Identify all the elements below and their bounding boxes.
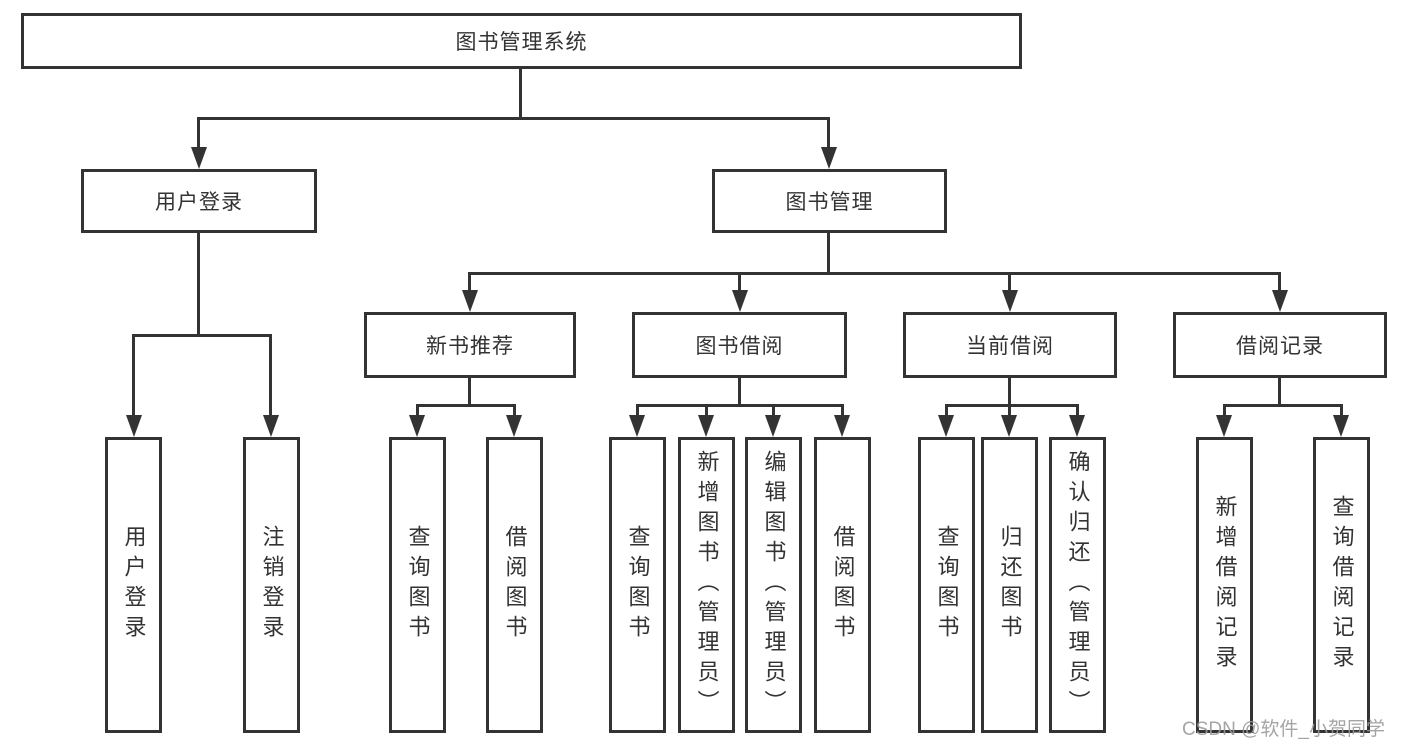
arrow-down-icon (409, 415, 425, 437)
node-new-book-recommend: 新书推荐 (364, 312, 576, 378)
node-label: 新增借阅记录 (1212, 495, 1238, 675)
node-label: 图书管理 (785, 191, 874, 214)
node-label: 归还图书 (997, 525, 1023, 645)
node-leaf-query-books-newbook: 查询图书 (389, 437, 446, 733)
arrow-down-icon (834, 415, 850, 437)
connector-vline (1278, 273, 1281, 293)
connector-vline (827, 119, 830, 149)
node-borrowing-records: 借阅记录 (1173, 312, 1387, 378)
node-label: 查询图书 (405, 525, 431, 645)
connector-vline (269, 335, 272, 417)
node-label: 图书管理系统 (455, 31, 588, 54)
connector-hline (416, 404, 516, 407)
connector-vline (636, 405, 639, 417)
connector-vline (945, 405, 948, 417)
node-label: 借阅记录 (1236, 335, 1324, 358)
arrow-down-icon (126, 415, 142, 437)
connector-vline (1340, 405, 1343, 417)
connector-vline (197, 233, 200, 337)
connector-vline (841, 405, 844, 417)
node-leaf-return-book: 归还图书 (981, 437, 1038, 733)
node-label: 新增图书（管理员） (694, 450, 720, 720)
connector-vline (1008, 405, 1011, 417)
arrow-down-icon (1216, 415, 1232, 437)
arrow-down-icon (506, 415, 522, 437)
node-label: 用户登录 (121, 525, 147, 645)
connector-vline (1076, 405, 1079, 417)
node-label: 借阅图书 (830, 525, 856, 645)
node-leaf-query-borrow-record: 查询借阅记录 (1313, 437, 1370, 733)
connector-vline (705, 405, 708, 417)
node-label: 查询图书 (625, 525, 651, 645)
connector-vline (738, 377, 741, 407)
node-leaf-confirm-return-admin: 确认归还（管理员） (1049, 437, 1106, 733)
node-leaf-add-book-admin: 新增图书（管理员） (678, 437, 735, 733)
arrow-down-icon (1333, 415, 1349, 437)
node-label: 图书借阅 (695, 335, 784, 358)
arrow-down-icon (629, 415, 645, 437)
connector-hline (636, 404, 844, 407)
connector-hline (1223, 404, 1343, 407)
arrow-down-icon (1272, 290, 1288, 312)
node-book-borrowing: 图书借阅 (632, 312, 847, 378)
connector-vline (468, 273, 471, 293)
node-leaf-query-books-current: 查询图书 (918, 437, 975, 733)
node-leaf-edit-book-admin: 编辑图书（管理员） (745, 437, 802, 733)
connector-vline (197, 119, 200, 149)
arrow-down-icon (732, 290, 748, 312)
arrow-down-icon (1002, 290, 1018, 312)
watermark: CSDN @软件_小贺同学 (1182, 719, 1385, 740)
node-label: 确认归还（管理员） (1065, 450, 1091, 720)
node-label: 当前借阅 (966, 335, 1054, 358)
connector-vline (1223, 405, 1226, 417)
node-label: 查询借阅记录 (1329, 495, 1355, 675)
node-user-login: 用户登录 (81, 169, 317, 233)
connector-hline (468, 272, 1281, 275)
connector-vline (132, 335, 135, 417)
node-label: 用户登录 (155, 191, 243, 214)
node-library-system: 图书管理系统 (21, 13, 1022, 69)
arrow-down-icon (1001, 415, 1017, 437)
arrow-down-icon (698, 415, 714, 437)
node-label: 借阅图书 (502, 525, 528, 645)
connector-vline (416, 405, 419, 417)
node-leaf-query-books-borrow: 查询图书 (609, 437, 666, 733)
node-book-management: 图书管理 (712, 169, 947, 233)
connector-vline (519, 69, 522, 120)
arrow-down-icon (821, 147, 837, 169)
node-label: 编辑图书（管理员） (761, 450, 787, 720)
node-leaf-logout: 注销登录 (243, 437, 300, 733)
node-current-borrowing: 当前借阅 (903, 312, 1117, 378)
connector-hline (197, 117, 830, 120)
node-label: 注销登录 (259, 525, 285, 645)
node-leaf-add-borrow-record: 新增借阅记录 (1196, 437, 1253, 733)
connector-vline (468, 377, 471, 407)
node-label: 新书推荐 (426, 335, 514, 358)
arrow-down-icon (938, 415, 954, 437)
arrow-down-icon (191, 147, 207, 169)
connector-vline (513, 405, 516, 417)
connector-vline (827, 233, 830, 275)
connector-vline (1278, 377, 1281, 407)
connector-vline (738, 273, 741, 293)
arrow-down-icon (765, 415, 781, 437)
arrow-down-icon (462, 290, 478, 312)
arrow-down-icon (1069, 415, 1085, 437)
arrow-down-icon (263, 415, 279, 437)
node-leaf-borrow-books-borrow: 借阅图书 (814, 437, 871, 733)
connector-vline (772, 405, 775, 417)
connector-vline (1008, 377, 1011, 407)
node-leaf-borrow-books-newbook: 借阅图书 (486, 437, 543, 733)
connector-hline (945, 404, 1079, 407)
node-leaf-user-login: 用户登录 (105, 437, 162, 733)
connector-hline (132, 334, 272, 337)
node-label: 查询图书 (934, 525, 960, 645)
connector-vline (1008, 273, 1011, 293)
